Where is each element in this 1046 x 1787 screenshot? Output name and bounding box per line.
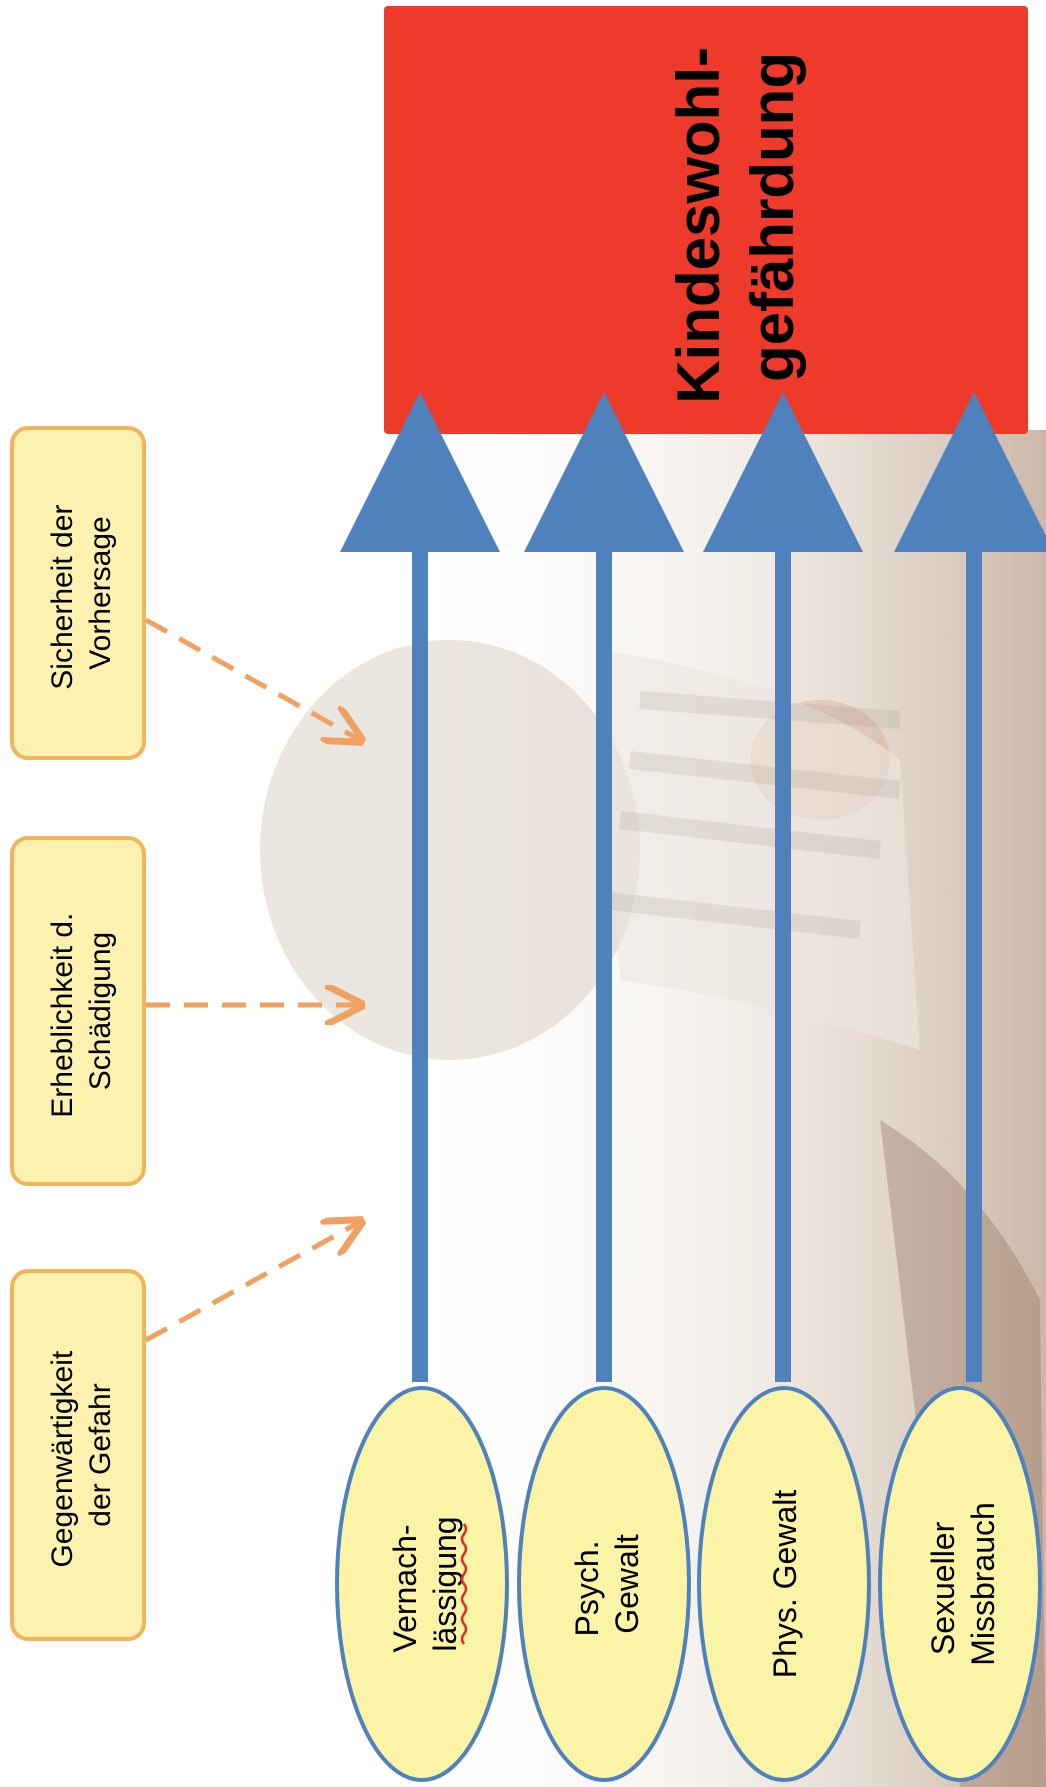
criterion-erheblichkeit: Erheblichkeit d. Schädigung (10, 836, 146, 1186)
criterion-sicherheit-box (10, 426, 146, 760)
kindeswohl-line-1: Kindeswohl- (665, 47, 732, 404)
svg-text:Phys. Gewalt: Phys. Gewalt (767, 1490, 803, 1679)
svg-text:Erheblichkeit d. Schäd: Erheblichkeit d. Schädigung (46, 904, 117, 1117)
kindeswohl-line-2: gefährdung (739, 52, 806, 382)
svg-text:Kindeswohl- gefährdung: Kindeswohl- gefährdung (665, 30, 806, 403)
form-phys-gewalt-ellipse (697, 1386, 871, 1782)
form-phys-gewalt-line-1: Phys. Gewalt (767, 1490, 803, 1679)
criterion-gegenwaertigkeit: Gegenwärtigkeit der Gefahr (10, 1269, 146, 1641)
form-sexueller-missbrauch-line-2: Missbrauch (965, 1502, 1001, 1666)
form-sexueller-missbrauch-ellipse (878, 1386, 1042, 1782)
form-sexueller-missbrauch-line-1: Sexueller (925, 1521, 961, 1655)
criterion-sicherheit-line-1: Sicherheit der (46, 505, 79, 690)
svg-text:Gegenwärtigkeit der Ge: Gegenwärtigkeit der Gefahr (46, 1342, 117, 1567)
form-vernachlaessigung-ellipse (335, 1386, 509, 1782)
criterion-sicherheit-line-2: Vorhersage (84, 516, 117, 669)
criterion-erheblichkeit-line-1: Erheblichkeit d. (46, 913, 79, 1118)
criterion-erheblichkeit-line-2: Schädigung (84, 932, 117, 1090)
spellcheck-underline (460, 1523, 468, 1645)
svg-text:Sicherheit der Vorhers: Sicherheit der Vorhersage (46, 496, 117, 689)
dashed-arrow-gegenwaertigkeit (144, 1222, 360, 1343)
form-arrows (340, 392, 1046, 1382)
form-psych-gewalt-line-1: Psych. (569, 1540, 605, 1636)
criterion-gegenwaertigkeit-box (10, 1269, 146, 1641)
form-vernachlaessigung-line-2: lässigung (427, 1516, 463, 1651)
dashed-arrow-sicherheit (144, 617, 360, 740)
criterion-gegenwaertigkeit-line-2: der Gefahr (84, 1383, 117, 1526)
form-vernachlaessigung: Vernach- lässigung (335, 1386, 509, 1782)
criterion-sicherheit: Sicherheit der Vorhersage (10, 426, 146, 760)
criterion-erheblichkeit-box (10, 836, 146, 1186)
form-psych-gewalt-ellipse (517, 1386, 691, 1782)
form-phys-gewalt: Phys. Gewalt (697, 1386, 871, 1782)
svg-text:Vernach- lässigung: Vernach- lässigung (387, 1516, 463, 1653)
form-psych-gewalt: Psych. Gewalt (517, 1386, 691, 1782)
svg-text:Psych. Gewalt: Psych. Gewalt (569, 1532, 645, 1637)
svg-text:Sexueller Missbrauch: Sexueller Missbrauch (925, 1502, 1001, 1666)
kindeswohl-box-rect (384, 6, 1028, 434)
form-sexueller-missbrauch: Sexueller Missbrauch (878, 1386, 1042, 1782)
kindeswohl-box: Kindeswohl- gefährdung (384, 6, 1028, 434)
criterion-gegenwaertigkeit-line-1: Gegenwärtigkeit (46, 1350, 79, 1567)
form-psych-gewalt-line-2: Gewalt (609, 1534, 645, 1634)
criteria-arrows (144, 617, 360, 1343)
form-vernachlaessigung-line-1: Vernach- (387, 1524, 423, 1652)
